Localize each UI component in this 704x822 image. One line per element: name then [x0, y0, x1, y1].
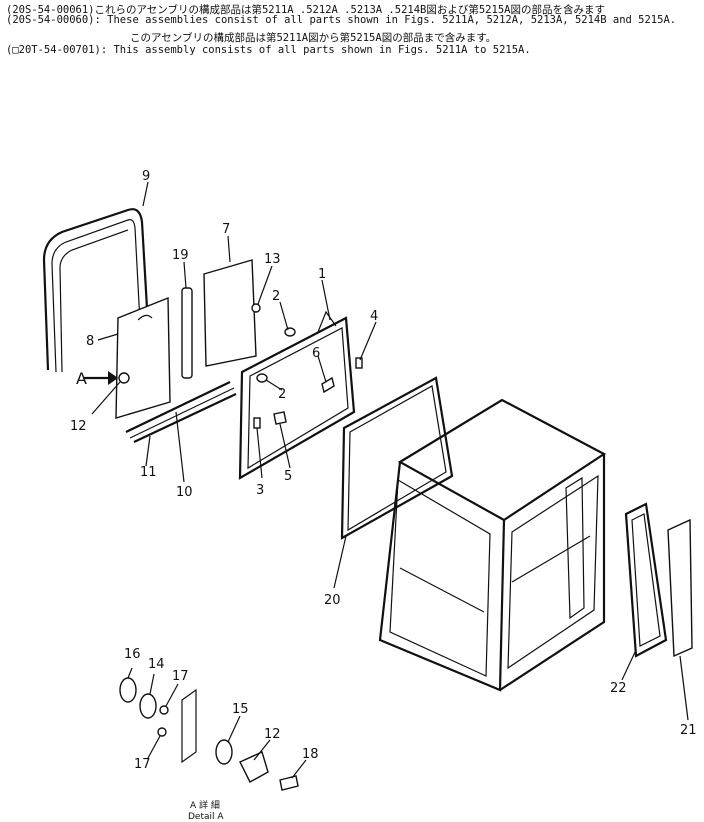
header-line-3: このアセンブリの構成部品は第5211A図から第5215A図の部品まで含みます。 [130, 30, 496, 45]
part-17-spacer-upper [159, 705, 169, 715]
part-20-window-seal [340, 376, 454, 540]
assembly-code: (□20T-54-00701) [6, 44, 101, 56]
callout-1: 1 [318, 267, 326, 282]
part-21-glass [667, 518, 693, 658]
part-5-knob [273, 411, 287, 425]
callout-13: 13 [264, 252, 281, 267]
assembly-code: (20S-54-00061) [6, 4, 95, 16]
callout-21: 21 [680, 723, 697, 738]
header-line-4: (□20T-54-00701): This assembly consists … [6, 44, 531, 56]
callout-14: 14 [148, 657, 165, 672]
part-4-clip [355, 357, 363, 369]
part-2-pad-upper [284, 327, 296, 337]
callout-15: 15 [232, 702, 249, 717]
leader-lines [91, 181, 689, 779]
part-18-bolt [279, 775, 299, 791]
callout-11: 11 [140, 465, 157, 480]
callout-17-upper: 17 [172, 669, 189, 684]
part-12-latch-detail [239, 751, 269, 783]
part-2-pad-lower [256, 373, 268, 383]
part-22-seal [624, 502, 668, 658]
arrow-label-a: A [76, 369, 87, 388]
callout-4: 4 [370, 309, 378, 324]
part-15-plate [215, 739, 233, 765]
part-17-spacer-lower [157, 727, 167, 737]
part-1-window-frame [238, 310, 356, 480]
callout-22: 22 [610, 681, 627, 696]
part-9-door-frame-seal [42, 208, 152, 373]
header-text: このアセンブリの構成部品は第5211A図から第5215A図の部品まで含みます。 [130, 32, 497, 44]
part-14-plate [139, 693, 157, 719]
header-text: : This assembly consists of all parts sh… [100, 44, 531, 56]
callout-8: 8 [86, 334, 94, 349]
cab-body [378, 398, 607, 692]
callout-16: 16 [124, 647, 141, 662]
callout-7: 7 [222, 222, 230, 237]
callout-9: 9 [142, 169, 150, 184]
header-text: これらのアセンブリの構成部品は第5211A .5212A .5213A .521… [94, 4, 605, 16]
callout-17-lower: 17 [134, 757, 151, 772]
part-10-channel [133, 393, 237, 443]
door-panel-section [181, 688, 197, 764]
callout-6: 6 [312, 346, 320, 361]
header-line-1: (20S-54-00061)これらのアセンブリの構成部品は第5211A .521… [6, 2, 605, 17]
callout-20: 20 [324, 593, 341, 608]
callout-19: 19 [172, 248, 189, 263]
callout-2-upper: 2 [272, 289, 280, 304]
detail-label-en: Detail A [188, 812, 224, 822]
callout-18: 18 [302, 747, 319, 762]
part-22-inner [631, 513, 661, 647]
part-11-channel-edge [129, 387, 235, 439]
part-8-door-glass [115, 296, 171, 419]
part-12-latch [118, 372, 130, 384]
header-line-2: (20S-54-00060): These assemblies consist… [6, 14, 676, 26]
assembly-code: (20S-54-00060) [6, 14, 95, 26]
part-6-catch [321, 376, 335, 394]
part-11-channel [125, 381, 231, 433]
part-16-gasket [119, 677, 137, 703]
callout-5: 5 [284, 469, 292, 484]
part-19-strip [181, 287, 193, 379]
arrow-a-head [108, 371, 118, 385]
callout-3: 3 [256, 483, 264, 498]
callout-2-lower: 2 [278, 387, 286, 402]
callout-12-lower: 12 [264, 727, 281, 742]
part-8-handle [137, 314, 153, 321]
part-3-clip [253, 417, 261, 429]
callout-10: 10 [176, 485, 193, 500]
part-7-window-glass [203, 259, 257, 367]
part-13-fastener [251, 303, 261, 313]
header-text: : These assemblies consist of all parts … [94, 14, 677, 26]
callout-12-upper: 12 [70, 419, 87, 434]
detail-label-jp: A 詳 細 [190, 799, 220, 811]
